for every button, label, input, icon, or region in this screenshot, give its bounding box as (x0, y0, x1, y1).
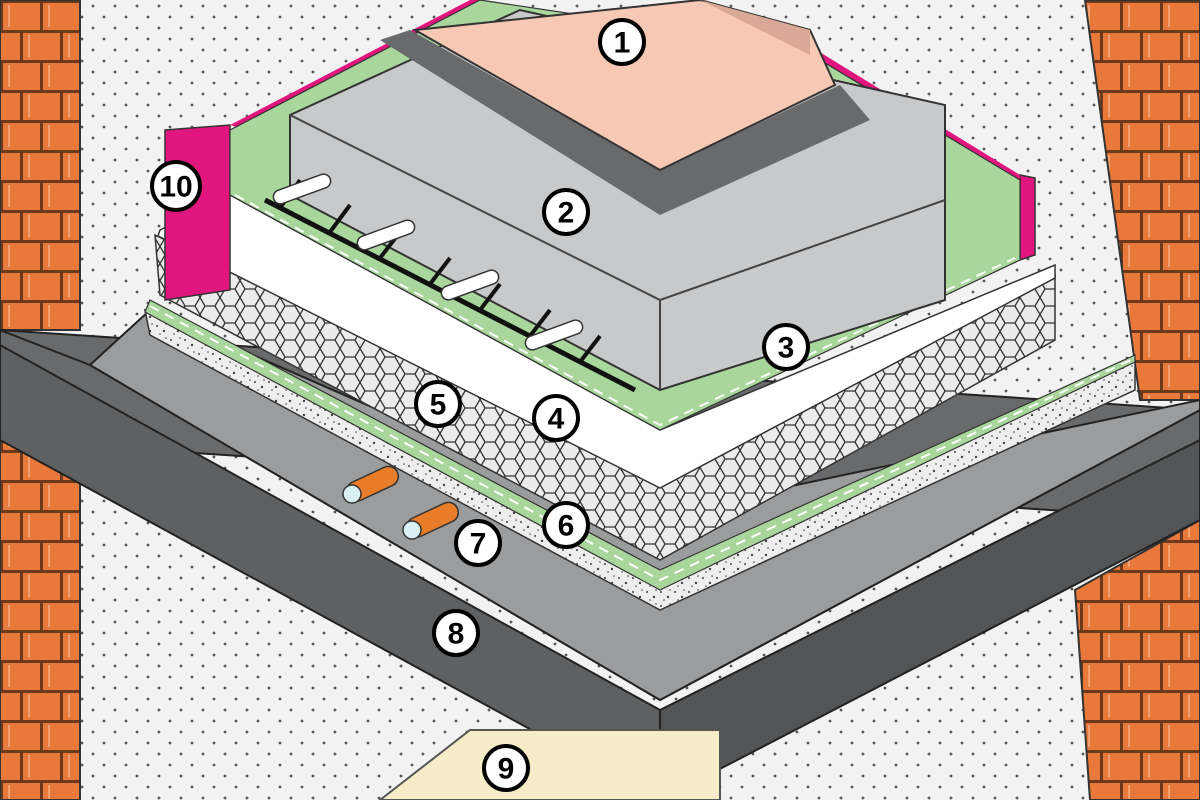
callout-label: 5 (430, 389, 447, 422)
callout-circle (414, 380, 462, 428)
callout-circle (454, 519, 502, 567)
callout-markers: 1 2 3 4 5 6 7 8 9 10 (150, 18, 810, 792)
callout-label: 7 (470, 528, 487, 561)
callout-4: 4 (532, 394, 580, 442)
heating-pipes (263, 173, 637, 393)
callout-label: 1 (614, 27, 631, 60)
brick-wall-left-lower (0, 438, 81, 800)
installation-pipes (342, 465, 460, 540)
callout-circle (598, 18, 646, 66)
ceiling-plaster (378, 729, 721, 800)
callout-label: 3 (778, 332, 795, 365)
floor-finish-edge (700, 0, 810, 55)
callout-circle (482, 744, 530, 792)
brick-wall-left-upper (0, 0, 81, 331)
brick-wall-right-upper (1083, 0, 1200, 401)
callout-1: 1 (598, 18, 646, 66)
callout-label: 2 (558, 197, 575, 230)
callout-label: 8 (448, 618, 465, 651)
callout-label: 6 (558, 510, 575, 543)
edge-insulation-strip-right (1019, 174, 1036, 262)
callout-label: 10 (159, 171, 192, 204)
callout-circle (150, 160, 202, 212)
callout-5: 5 (414, 380, 462, 428)
callout-circle (762, 323, 810, 371)
callout-9: 9 (482, 744, 530, 792)
callout-circle (542, 188, 590, 236)
callout-8: 8 (432, 609, 480, 657)
callout-6: 6 (542, 501, 590, 549)
callout-circle (432, 609, 480, 657)
callout-circle (532, 394, 580, 442)
vapour-barrier (144, 299, 1136, 591)
floor-finish (411, 0, 837, 172)
callout-label: 9 (498, 753, 515, 786)
edge-insulation-strip-left (164, 124, 231, 301)
callout-10: 10 (150, 160, 202, 212)
callout-7: 7 (454, 519, 502, 567)
callout-2: 2 (542, 188, 590, 236)
callout-label: 4 (548, 403, 565, 436)
brick-wall-right-lower (1073, 518, 1200, 800)
callout-3: 3 (762, 323, 810, 371)
callout-circle (542, 501, 590, 549)
